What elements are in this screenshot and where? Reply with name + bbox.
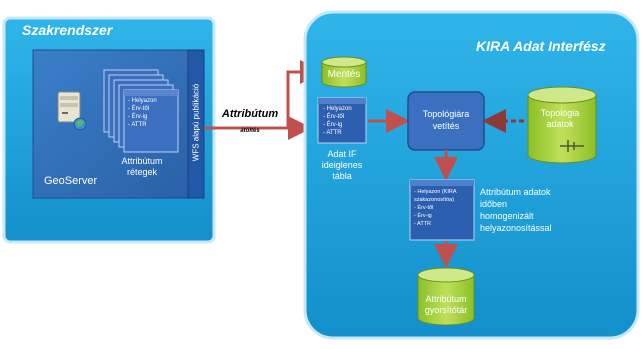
cache-database — [417, 267, 475, 326]
mentes-database — [321, 56, 367, 88]
layer-doc-lines: - Helyazon - Érv-től - Érv-ig - ATTR — [128, 97, 157, 129]
mentes-label: Mentés — [327, 69, 361, 80]
process-label-line: Topológiára — [422, 109, 470, 119]
result-note: Attribútum adatok időben homogenizált he… — [480, 186, 552, 234]
temp-table-lines: - Helyazon - Érv-től - Érv-ig - ATTR — [323, 105, 352, 137]
temp-table-caption-line: Adat IF — [327, 149, 357, 159]
left-panel-title: Szakrendszer — [22, 22, 113, 38]
temp-table-document — [317, 97, 367, 144]
server-label: GeoServer — [44, 175, 98, 187]
result-note-line: Attribútum adatok — [480, 187, 551, 197]
result-table-line: - ATTR — [414, 221, 432, 227]
result-table-line: - Érv-ig — [414, 213, 432, 219]
result-table-line: szakazonosítóa) — [414, 197, 455, 203]
layer-documents — [103, 69, 179, 153]
temp-table-line: - Érv-től — [323, 114, 344, 120]
layer-doc-line: - Helyazon — [128, 98, 157, 104]
layer-doc-line: - Érv-től — [128, 106, 149, 112]
cache-db-label-line: gyorsítótár — [424, 305, 468, 315]
wfs-bar — [187, 49, 205, 199]
temp-table-caption-line: tábla — [332, 171, 352, 181]
wfs-label: WFS alapú publikáció — [191, 83, 201, 162]
temp-table-line: - Helyazon — [323, 106, 352, 112]
result-note-line: időben — [480, 199, 508, 209]
result-table-line: - Helyazon (KIRA — [414, 189, 457, 195]
temp-table-line: - Érv-ig — [323, 122, 343, 128]
topology-db-label-line: Topológia — [540, 108, 580, 118]
layers-label: Attribútum rétegek — [118, 156, 166, 178]
topology-db-label: Topológia adatok — [530, 108, 590, 130]
process-label: Topológiára vetítés — [408, 108, 484, 132]
topology-db-label-line: adatok — [546, 119, 574, 129]
transfer-label: Attribútum átöltés — [216, 108, 284, 134]
transfer-label-main: Attribútum — [221, 108, 279, 120]
result-table-lines: - Helyazon (KIRA szakazonosítóa) - Érv-t… — [414, 188, 457, 228]
layer-doc-line: - Érv-ig — [128, 114, 148, 120]
result-note-line: homogenizált — [480, 211, 534, 221]
temp-table-line: - ATTR — [323, 130, 342, 136]
layers-label-line: Attribútum — [121, 156, 163, 166]
result-table-document — [409, 179, 475, 241]
transfer-label-sub: átöltés — [240, 128, 260, 134]
topology-database — [527, 86, 597, 164]
layer-doc-line: - ATTR — [128, 122, 147, 128]
temp-table-caption-line: ideiglenes — [321, 160, 363, 170]
temp-table-caption: Adat IF ideiglenes tábla — [315, 149, 369, 182]
transfer-arrow — [204, 60, 324, 140]
server-icon — [57, 91, 87, 131]
result-table-line: - Érv-től — [414, 205, 434, 211]
process-label-line: vetítés — [432, 121, 460, 131]
cache-db-label-line: Attribútum — [425, 294, 467, 304]
result-note-line: helyazonosítással — [480, 223, 552, 233]
right-panel-title: KIRA Adat Interfész — [476, 38, 606, 54]
cache-db-label: Attribútum gyorsítótár — [418, 294, 474, 316]
layers-label-line: rétegek — [126, 167, 158, 177]
